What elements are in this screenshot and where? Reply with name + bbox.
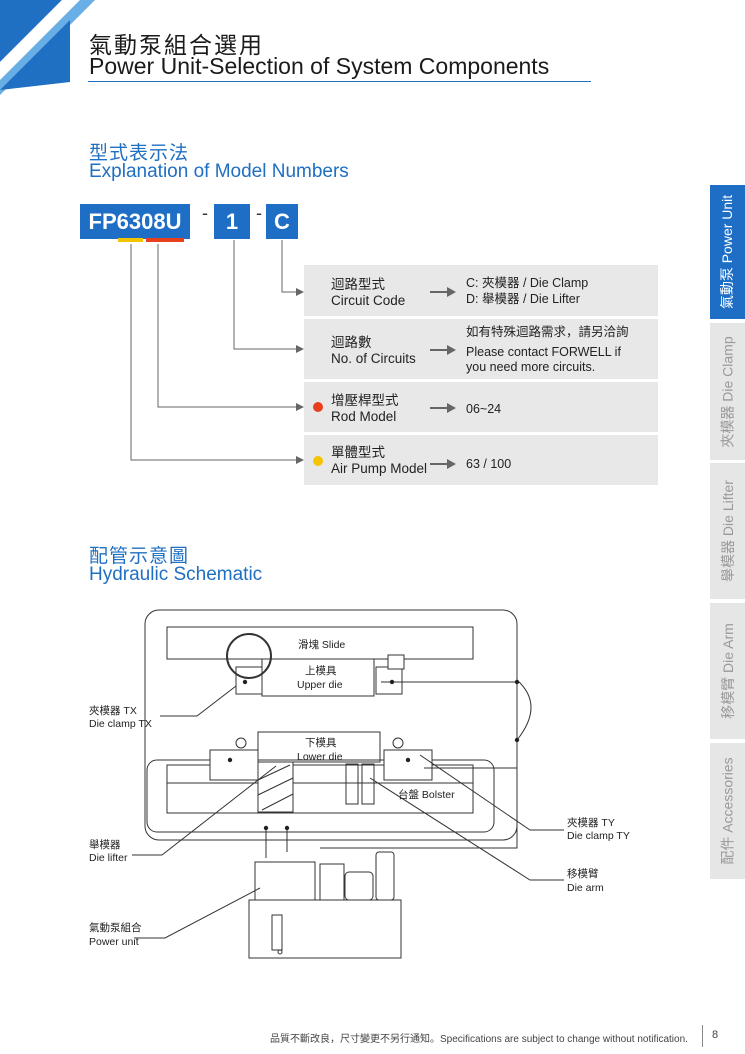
side-tab-accessories-label: 配件 Accessories [719, 757, 736, 865]
header-rule [88, 81, 591, 82]
circuits-desc-3: you need more circuits. [466, 360, 596, 374]
circuits-row: 迴路數 No. of Circuits 如有特殊迴路需求，請另洽詢 Please… [304, 319, 658, 379]
side-tab-die-lifter[interactable]: 舉模器 Die Lifter [710, 463, 745, 599]
die-arm-label-zh: 移模臂 [567, 868, 599, 880]
model-section-title-en: Explanation of Model Numbers [89, 161, 349, 182]
model-code-prefix: FP [88, 208, 117, 234]
side-tab-die-clamp[interactable]: 夾模器 Die Clamp [710, 323, 745, 460]
pump-model-underline [118, 238, 143, 242]
upper-die-label-en: Upper die [297, 679, 343, 691]
lower-die-label-en: Lower die [297, 751, 343, 763]
pump-model-desc: 63 / 100 [466, 457, 512, 471]
side-tab-die-arm[interactable]: 移模臂 Die Arm [710, 603, 745, 739]
pump-model-label-en: Air Pump Model [331, 461, 428, 476]
arrow-icon [430, 403, 456, 413]
circuit-code-desc-1: C: 夾模器 / Die Clamp [466, 276, 589, 290]
side-tab-die-lifter-label: 舉模器 Die Lifter [719, 480, 736, 582]
model-code-body: 6308U [116, 208, 182, 234]
side-tab-die-arm-label: 移模臂 Die Arm [719, 623, 736, 719]
bolster-label: 台盤 Bolster [398, 789, 455, 801]
dash-2: - [256, 203, 262, 223]
arrow-icon [430, 345, 456, 355]
lower-die-label-zh: 下模具 [305, 737, 337, 749]
schematic-title-zh: 配管示意圖 [89, 546, 190, 567]
footer-separator [702, 1025, 703, 1047]
side-tab-power-unit[interactable]: 氣動泵 Power Unit [710, 185, 745, 319]
model-circuits-box: 1 [214, 204, 250, 239]
circuit-code-label-en: Circuit Code [331, 293, 406, 308]
circuit-code-label-zh: 迴路型式 [331, 277, 385, 292]
die-arm-label-en: Die arm [567, 882, 604, 894]
schematic-title-en: Hydraulic Schematic [89, 564, 263, 585]
hydraulic-schematic [132, 609, 564, 959]
model-circuit-code-box: C [266, 204, 298, 239]
rod-model-label-zh: 增壓桿型式 [331, 393, 399, 408]
circuit-code-row: 迴路型式 Circuit Code C: 夾模器 / Die Clamp D: … [304, 265, 658, 316]
rod-model-desc: 06~24 [466, 402, 502, 416]
lifter-label-zh: 舉模器 [89, 839, 121, 851]
circuits-label-en: No. of Circuits [331, 351, 416, 366]
side-tab-die-clamp-label: 夾模器 Die Clamp [719, 335, 736, 448]
corner-decoration [0, 0, 95, 95]
rod-model-underline [146, 238, 184, 242]
clamp-ty-label-en: Die clamp TY [567, 830, 630, 842]
circuits-label-zh: 迴路數 [331, 335, 372, 350]
page-number: 8 [712, 1029, 719, 1041]
pump-model-dot [313, 456, 323, 466]
power-unit-label-en: Power unit [89, 936, 139, 948]
side-tab-accessories[interactable]: 配件 Accessories [710, 743, 745, 879]
rod-model-label-en: Rod Model [331, 409, 397, 424]
arrow-icon [430, 459, 456, 469]
side-tab-power-unit-label: 氣動泵 Power Unit [719, 194, 736, 310]
dash-1: - [202, 203, 208, 223]
model-connector-lines [130, 240, 304, 464]
model-section-title-zh: 型式表示法 [89, 143, 190, 164]
header-title-en: Power Unit-Selection of System Component… [89, 53, 550, 79]
power-unit-label-zh: 氣動泵組合 [89, 922, 142, 934]
pump-model-label-zh: 單體型式 [331, 445, 385, 460]
upper-die-label-zh: 上模具 [305, 665, 337, 677]
rod-model-row: 增壓桿型式 Rod Model 06~24 [304, 382, 658, 432]
slide-label: 滑塊 Slide [298, 639, 346, 651]
circuit-code-desc-2: D: 舉模器 / Die Lifter [466, 292, 580, 306]
circuits-desc-2: Please contact FORWELL if [466, 345, 621, 359]
clamp-tx-label-en: Die clamp TX [89, 718, 152, 730]
circuits-desc-1: 如有特殊迴路需求，請另洽詢 [466, 325, 629, 339]
header-title-zh: 氣動泵組合選用 [89, 32, 264, 58]
pump-model-row: 單體型式 Air Pump Model 63 / 100 [304, 435, 658, 485]
footer-note: 品質不斷改良，尺寸變更不另行通知。Specifications are subj… [270, 1034, 688, 1045]
lifter-label-en: Die lifter [89, 852, 128, 864]
arrow-icon [430, 287, 456, 297]
rod-model-dot [313, 402, 323, 412]
clamp-ty-label-zh: 夾模器 TY [567, 817, 615, 829]
clamp-tx-label-zh: 夾模器 TX [89, 705, 137, 717]
